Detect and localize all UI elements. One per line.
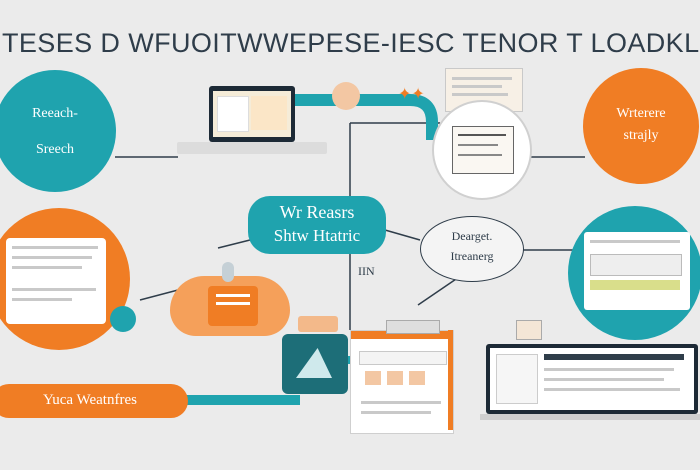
laptop-icon	[177, 86, 327, 158]
document-icon	[350, 330, 454, 434]
writing-strategy-label-1: Wrterere	[616, 106, 666, 121]
diagram-title: TESES D WFUOITWWEPESE-IESC TENOR T LOADK…	[2, 28, 700, 58]
document-circle	[432, 100, 532, 200]
device-icon	[282, 334, 348, 394]
monitor-icon	[480, 344, 700, 434]
notes-circle	[0, 208, 130, 350]
small-label: IIN	[358, 264, 375, 278]
orange-tray-icon	[298, 316, 338, 332]
writing-strategy-node: Wrterere strajly	[583, 68, 699, 184]
center-pill-label-2: Shtw Htatric	[273, 226, 361, 245]
orange-strip	[448, 330, 453, 430]
writing-strategy-label-2: strajly	[623, 128, 659, 143]
decor-dot	[332, 82, 360, 110]
dear-bubble-node: Dearget. Itreanerg	[420, 216, 524, 282]
orange-pennant-icon: ✦✦	[398, 86, 425, 103]
center-pill-node: Wr Reasrs Shtw Htatric	[248, 196, 386, 254]
dear-bubble-label-1: Dearget.	[451, 229, 493, 243]
dear-bubble-label-2: Itreanerg	[450, 249, 494, 263]
small-tablet-icon	[386, 320, 440, 334]
small-gear-icon	[110, 306, 136, 332]
bottom-pill-node: Yuca Weatnfres	[0, 384, 188, 418]
research-label-1: Reeach-	[32, 106, 78, 121]
report-circle	[568, 206, 700, 340]
desk-icon	[160, 250, 295, 340]
center-pill-label-1: Wr Reasrs	[279, 202, 355, 222]
research-label-2: Sreech	[35, 142, 75, 157]
research-node: Reeach- Sreech	[0, 70, 116, 192]
small-pad-icon	[516, 320, 542, 340]
bottom-pill-label: Yuca Weatnfres	[43, 392, 137, 408]
